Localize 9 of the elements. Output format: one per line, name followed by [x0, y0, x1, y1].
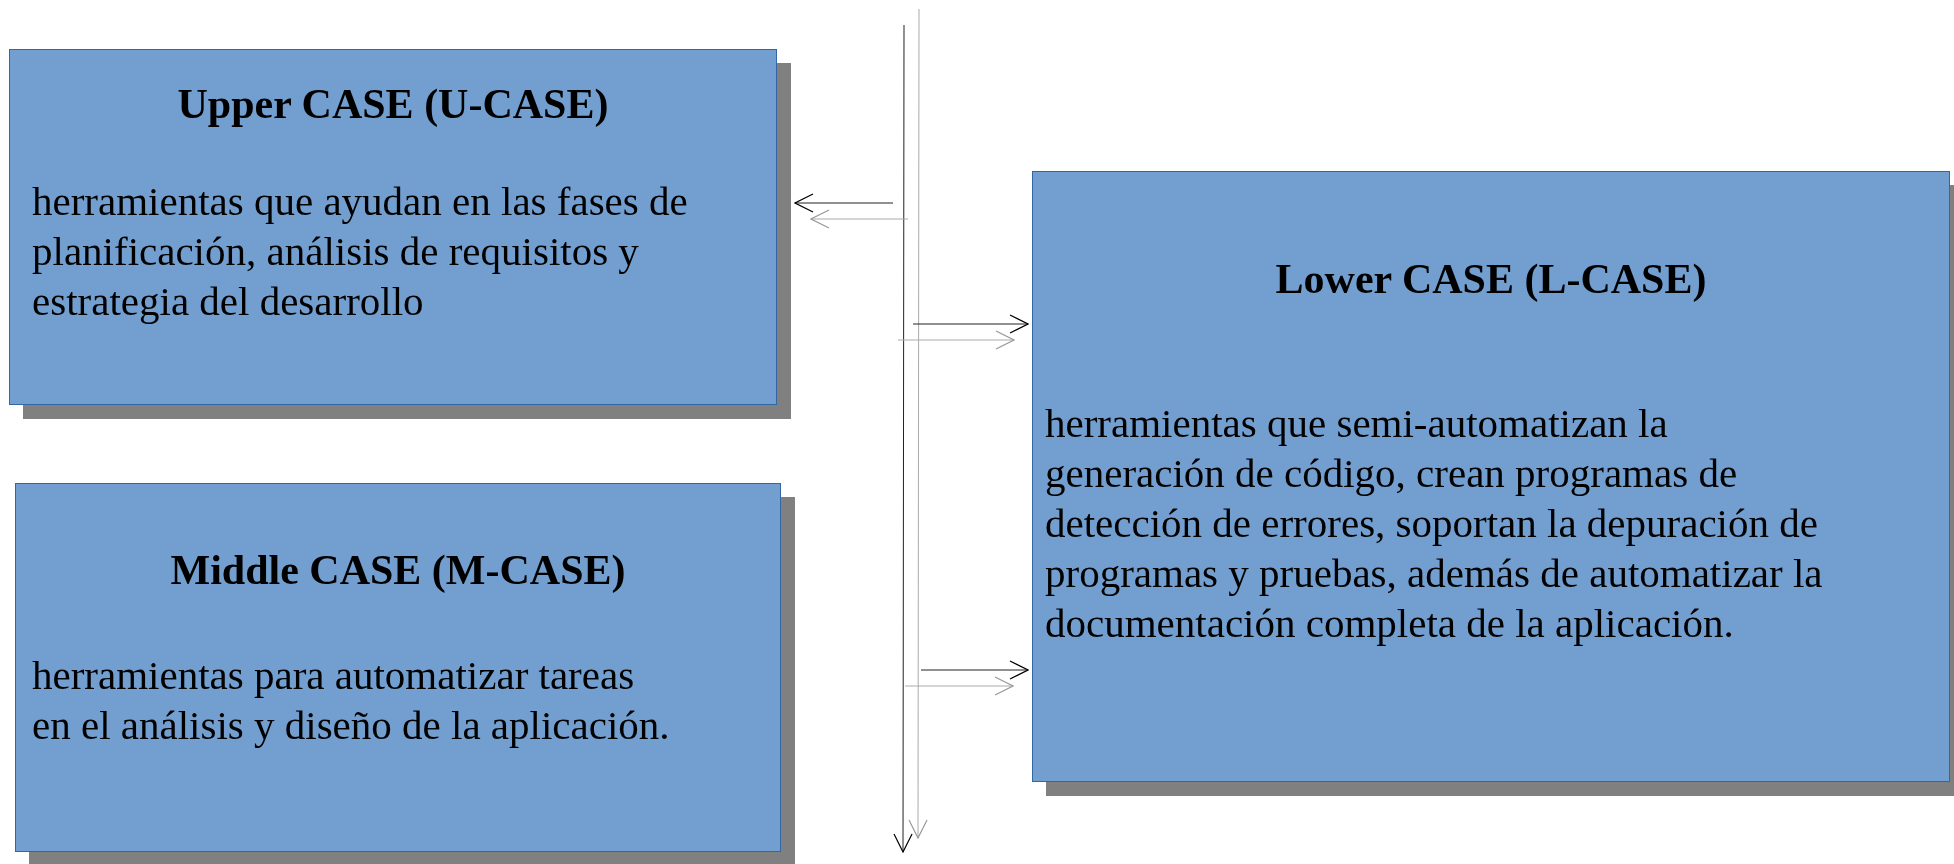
box-heading: Lower CASE (L-CASE) [1274, 255, 1708, 303]
box-description: herramientas que ayudan en las fases de planificación, análisis de requisitos y estrategia del desarrollo [32, 177, 689, 326]
box-description: herramientas para automatizar tareas en el análisis y diseño de la aplicación. [32, 651, 671, 750]
arrow [794, 193, 909, 229]
arrow [904, 660, 1029, 696]
box-heading: Middle CASE (M-CASE) [169, 546, 627, 594]
box-heading: Upper CASE (U-CASE) [176, 80, 610, 128]
arrow [897, 314, 1029, 350]
box-description: herramientas que semi-automatizan la generación de código, crean programas de detección de errores, soportan la depuración de programas y pruebas, además de automatizar la documentación completa de la aplicación. [1045, 399, 1824, 648]
